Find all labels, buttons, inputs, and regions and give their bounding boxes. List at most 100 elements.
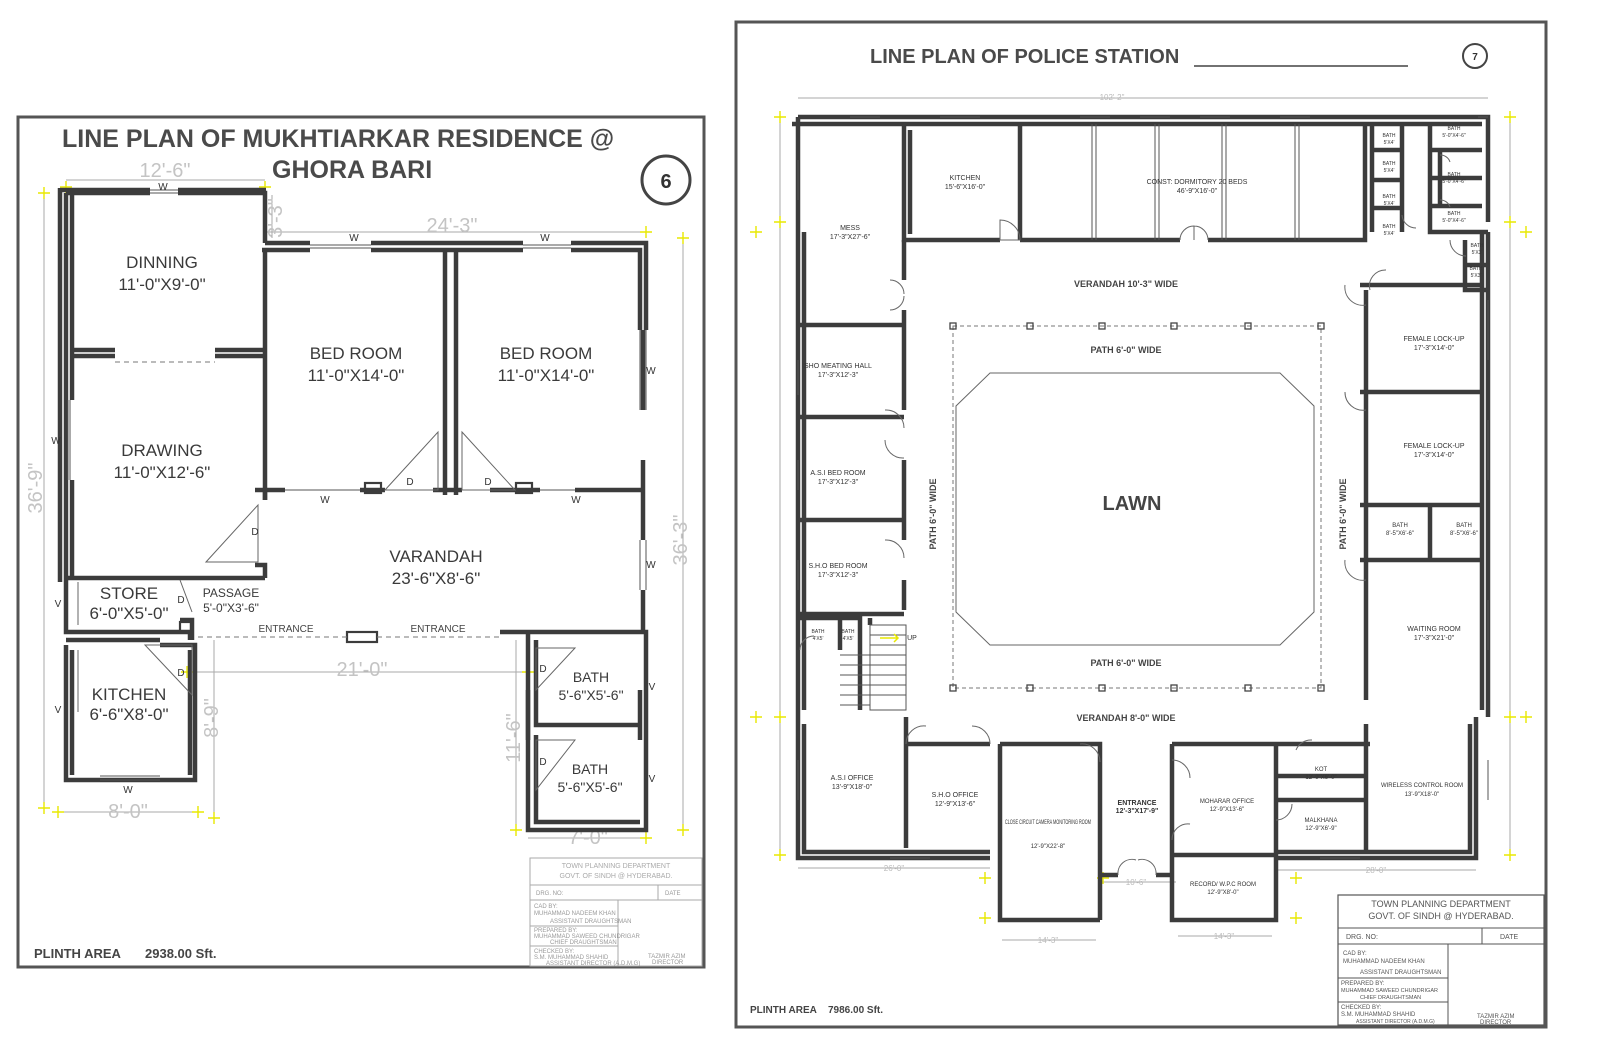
right-plinth-label: PLINTH AREA bbox=[750, 1005, 817, 1016]
svg-text:12'-9"X13'-6": 12'-9"X13'-6" bbox=[935, 801, 976, 808]
right-dimension-ticks bbox=[750, 111, 1532, 924]
svg-text:ASSISTANT DRAUGHTSMAN: ASSISTANT DRAUGHTSMAN bbox=[550, 919, 631, 925]
svg-text:KOT: KOT bbox=[1315, 767, 1328, 773]
svg-text:D: D bbox=[177, 595, 184, 606]
left-dim-11-6: 11'-6" bbox=[503, 713, 525, 762]
left-dim-24-3: 24'-3" bbox=[427, 215, 478, 237]
svg-text:CAD BY:: CAD BY: bbox=[1343, 951, 1367, 957]
room-bath2-name: BATH bbox=[572, 761, 608, 777]
room-bath2-size: 5'-6"X5'-6" bbox=[557, 779, 622, 795]
svg-text:D: D bbox=[484, 477, 491, 488]
svg-text:8'-5"X6'-6": 8'-5"X6'-6" bbox=[1450, 531, 1478, 537]
left-title-line1: LINE PLAN OF MUKHTIARKAR RESIDENCE @ bbox=[62, 125, 614, 153]
svg-text:WIRELESS CONTROL ROOM: WIRELESS CONTROL ROOM bbox=[1381, 783, 1463, 789]
room-varandah-name: VARANDAH bbox=[389, 547, 482, 566]
left-dimension-lines bbox=[43, 179, 684, 839]
svg-text:D: D bbox=[539, 664, 546, 675]
room-kitchen-name: KITCHEN bbox=[92, 685, 167, 704]
svg-text:DRG. NO:: DRG. NO: bbox=[536, 891, 564, 897]
svg-text:5'X4': 5'X4' bbox=[1384, 140, 1395, 146]
svg-text:5'X4': 5'X4' bbox=[1384, 168, 1395, 174]
svg-text:17'-3"X12'-3": 17'-3"X12'-3" bbox=[818, 372, 859, 379]
svg-text:PREPARED BY:: PREPARED BY: bbox=[534, 928, 578, 934]
left-dim-3-3: 3'-3" bbox=[265, 198, 287, 238]
left-dim-12-6: 12'-6" bbox=[140, 160, 191, 182]
room-dinning-size: 11'-0"X9'-0" bbox=[118, 275, 205, 294]
svg-text:W: W bbox=[646, 366, 656, 377]
right-dim-10-6: 10'-6" bbox=[1126, 878, 1147, 887]
svg-text:W: W bbox=[320, 495, 330, 506]
left-doors bbox=[77, 430, 577, 792]
svg-text:BATH: BATH bbox=[1471, 243, 1484, 249]
left-dim-21-0: 21'-0" bbox=[337, 659, 388, 681]
svg-text:ASSISTANT DIRECTOR (A.D.M.G): ASSISTANT DIRECTOR (A.D.M.G) bbox=[546, 961, 640, 967]
left-plinth-label: PLINTH AREA bbox=[34, 946, 122, 961]
svg-text:MESS: MESS bbox=[840, 225, 860, 232]
lawn-outline bbox=[955, 372, 1315, 646]
svg-text:BATH: BATH bbox=[1392, 523, 1408, 529]
svg-text:D: D bbox=[406, 477, 413, 488]
staircase: UP bbox=[840, 624, 917, 711]
svg-text:DATE: DATE bbox=[1500, 934, 1518, 941]
left-sheet-number: 6 bbox=[660, 171, 671, 193]
svg-text:17'-3"X14'-0": 17'-3"X14'-0" bbox=[1414, 345, 1455, 352]
verandah-bottom: VERANDAH 8'-0" WIDE bbox=[1077, 713, 1176, 723]
room-drawing-name: DRAWING bbox=[121, 441, 203, 460]
svg-text:5'X3': 5'X3' bbox=[1471, 273, 1482, 279]
svg-text:W: W bbox=[540, 233, 550, 244]
svg-text:12'-9"X6'-0": 12'-9"X6'-0" bbox=[1305, 775, 1336, 781]
svg-text:5'-0"X4'-6": 5'-0"X4'-6" bbox=[1442, 133, 1465, 139]
svg-text:D: D bbox=[177, 668, 184, 679]
right-dimension-lines bbox=[779, 97, 1511, 941]
svg-text:ASSISTANT DIRECTOR (A.D.M.G): ASSISTANT DIRECTOR (A.D.M.G) bbox=[1356, 1019, 1435, 1025]
room-dinning-name: DINNING bbox=[126, 253, 198, 272]
svg-text:TAZMIR AZIM: TAZMIR AZIM bbox=[1477, 1014, 1515, 1020]
svg-text:CONST: DORMITORY 20 BEDS: CONST: DORMITORY 20 BEDS bbox=[1147, 179, 1248, 186]
left-dim-8-9: 8'-9" bbox=[201, 698, 223, 738]
sheet-border-right bbox=[734, 20, 1548, 1029]
right-title-block: TOWN PLANNING DEPARTMENT GOVT. OF SINDH … bbox=[1337, 894, 1545, 1026]
svg-text:UP: UP bbox=[907, 635, 917, 642]
svg-text:17'-3"X27'-6": 17'-3"X27'-6" bbox=[830, 234, 871, 241]
room-bath1-size: 5'-6"X5'-6" bbox=[558, 687, 623, 703]
svg-text:DRG. NO:: DRG. NO: bbox=[1346, 934, 1378, 941]
right-doors bbox=[799, 154, 1467, 876]
svg-text:D: D bbox=[251, 527, 258, 538]
svg-text:BATH: BATH bbox=[842, 629, 855, 635]
left-dim-8-0: 8'-0" bbox=[108, 801, 148, 823]
svg-text:MUHAMMAD SAWEED CHUNDRIGAR: MUHAMMAD SAWEED CHUNDRIGAR bbox=[1341, 988, 1438, 994]
left-dimension-ticks bbox=[38, 181, 689, 844]
svg-text:ASSISTANT DRAUGHTSMAN: ASSISTANT DRAUGHTSMAN bbox=[1360, 970, 1441, 976]
left-title-block: TOWN PLANNING DEPARTMENT GOVT. OF SINDH … bbox=[529, 857, 703, 967]
svg-text:CAD BY:: CAD BY: bbox=[534, 904, 558, 910]
entrance-label: ENTRANCE bbox=[1118, 800, 1157, 807]
left-title-line2: GHORA BARI bbox=[272, 156, 432, 184]
svg-text:13'-9"X18'-0": 13'-9"X18'-0" bbox=[1405, 792, 1440, 798]
svg-text:12'-9"X13'-6": 12'-9"X13'-6" bbox=[1210, 807, 1245, 813]
entrance-size: 12'-3"X17'-9" bbox=[1116, 808, 1159, 815]
svg-text:SHO MEATING HALL: SHO MEATING HALL bbox=[804, 363, 872, 370]
svg-text:FEMALE LOCK-UP: FEMALE LOCK-UP bbox=[1403, 336, 1464, 343]
svg-text:A.S.I BED ROOM: A.S.I BED ROOM bbox=[810, 470, 865, 477]
svg-text:BATH: BATH bbox=[1470, 266, 1483, 272]
room-store-size: 6'-0"X5'-0" bbox=[89, 604, 168, 623]
sheet-police-station: LINE PLAN OF POLICE STATION 7 102'-2" 26… bbox=[734, 20, 1548, 1029]
svg-text:W: W bbox=[123, 785, 133, 796]
left-walls bbox=[57, 187, 649, 833]
room-bedroom1-size: 11'-0"X14'-0" bbox=[308, 366, 405, 385]
svg-text:W: W bbox=[51, 436, 61, 447]
left-dashed-lines bbox=[115, 361, 500, 638]
svg-text:PREPARED BY:: PREPARED BY: bbox=[1341, 981, 1385, 987]
right-dim-14-3a: 14'-3" bbox=[1038, 936, 1059, 945]
room-drawing-size: 11'-0"X12'-6" bbox=[114, 463, 211, 482]
svg-text:13'-9"X18'-0": 13'-9"X18'-0" bbox=[832, 784, 873, 791]
right-title: LINE PLAN OF POLICE STATION bbox=[870, 46, 1179, 68]
sheet-border-left bbox=[16, 115, 706, 969]
svg-text:S.H.O OFFICE: S.H.O OFFICE bbox=[932, 792, 979, 799]
courtyard-columns bbox=[949, 322, 1325, 692]
room-bedroom2-name: BED ROOM bbox=[500, 344, 593, 363]
svg-text:4'X5': 4'X5' bbox=[813, 636, 824, 642]
svg-text:MOHARAR OFFICE: MOHARAR OFFICE bbox=[1200, 799, 1254, 805]
svg-text:DIRECTOR: DIRECTOR bbox=[1480, 1020, 1512, 1026]
